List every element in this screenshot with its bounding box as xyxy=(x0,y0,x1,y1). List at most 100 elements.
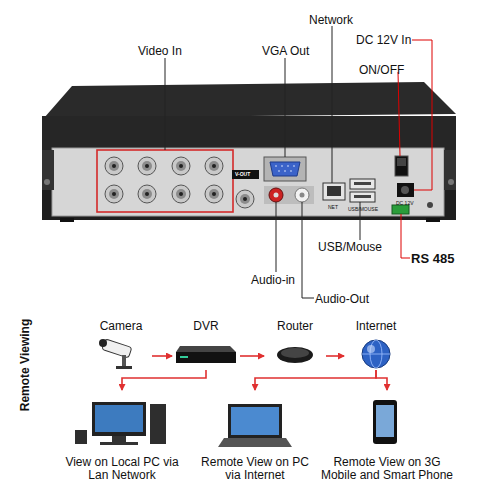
network-port xyxy=(323,183,345,200)
signal-arrow xyxy=(122,370,206,390)
local-pc-icon-part xyxy=(112,436,126,442)
video-out-connector-part xyxy=(236,190,254,208)
video-in-connectors-part-part xyxy=(112,164,116,168)
signal-arrow xyxy=(376,370,387,390)
leader-lines-part xyxy=(412,40,432,190)
leader-lines-part xyxy=(401,214,410,258)
device-node: DVR xyxy=(172,320,240,370)
dvr-icon-part xyxy=(176,352,236,363)
network-port-part xyxy=(327,186,341,196)
router-icon xyxy=(277,347,313,363)
leader-lines-part xyxy=(398,72,400,156)
dvr-body-part xyxy=(42,150,54,190)
vga-port-part xyxy=(264,157,306,181)
vga-port-part xyxy=(270,162,300,176)
dvr-body-part xyxy=(444,150,456,190)
part-label: Audio-Out xyxy=(315,292,369,306)
part-label: USB/MOUSE xyxy=(348,206,378,213)
rs485-terminal xyxy=(392,205,409,214)
dvr-body-part xyxy=(44,179,50,185)
video-in-connectors-part-part xyxy=(179,192,183,196)
smartphone-icon-part xyxy=(373,400,397,444)
vga-port-part-part xyxy=(287,165,289,167)
power-switch xyxy=(395,156,408,176)
video-in-connectors-part-part xyxy=(212,164,216,168)
leader-lines-part xyxy=(276,202,277,272)
router-icon-part xyxy=(281,348,309,358)
vga-port-part-part xyxy=(293,165,295,167)
vga-port xyxy=(264,157,306,181)
part-label: Video In xyxy=(138,44,182,58)
signal-arrow xyxy=(255,370,376,390)
part-label: Audio-in xyxy=(251,273,295,287)
smartphone-icon-part xyxy=(376,405,394,437)
part-label: USB/Mouse xyxy=(318,240,382,254)
video-in-connectors-part-part xyxy=(212,192,216,196)
device-node: Router xyxy=(264,320,326,370)
node-label: View on Local PC via Lan Network xyxy=(62,456,182,482)
part-label: DC 12V In xyxy=(356,33,411,47)
leader-lines xyxy=(165,26,432,298)
usb-ports-part xyxy=(350,192,375,202)
vga-port-part-part xyxy=(284,170,286,172)
dvr-body-part xyxy=(426,218,440,222)
leader-lines-part xyxy=(285,58,286,157)
dvr-icon xyxy=(176,346,236,363)
laptop-icon xyxy=(218,404,292,447)
video-in-connectors-part-part xyxy=(142,189,152,199)
local-pc-icon-part xyxy=(100,442,138,445)
video-in-connectors-part xyxy=(112,164,216,196)
laptop-icon-part xyxy=(218,438,292,447)
internet-globe-icon xyxy=(362,340,390,368)
device-node: Remote View on PC via Internet xyxy=(194,390,316,482)
video-out-connector-part xyxy=(243,197,247,201)
part-label: NET xyxy=(328,204,338,211)
video-in-connectors-part-part xyxy=(142,161,152,171)
vga-port-part-part xyxy=(275,165,277,167)
video-in-connectors-part-part xyxy=(112,192,116,196)
part-label: ON/OFF xyxy=(359,63,404,77)
usb-ports-part xyxy=(354,182,371,185)
signal-arrow xyxy=(152,355,172,357)
node-label: Remote View on 3G Mobile and Smart Phone xyxy=(318,456,456,482)
dc-jack xyxy=(397,183,414,197)
video-out-connector-part xyxy=(232,170,259,179)
dc-jack-part xyxy=(397,183,414,197)
rs485-terminal-part xyxy=(392,205,409,214)
local-pc-icon xyxy=(75,402,166,445)
node-label: Internet xyxy=(356,320,397,333)
video-in-connectors-part-part xyxy=(176,161,186,171)
dvr-body-part xyxy=(42,116,456,220)
camera-icon xyxy=(99,339,132,369)
part-label: RS 485 xyxy=(411,251,454,266)
vga-port-part-part xyxy=(278,170,280,172)
camera-icon-part xyxy=(99,339,107,347)
camera-icon-part xyxy=(122,355,126,367)
video-in-connectors-part-part xyxy=(109,189,119,199)
part-label: VGA Out xyxy=(262,44,309,58)
vga-port-part-part xyxy=(281,165,283,167)
dvr-body-part xyxy=(448,179,454,185)
video-in-connectors xyxy=(97,150,233,212)
video-in-connectors-part-part xyxy=(109,161,119,171)
audio-rca-jacks-part xyxy=(269,188,283,202)
video-in-connectors-part-part xyxy=(138,185,156,203)
signal-arrow xyxy=(240,355,264,357)
section-title: Remote Viewing xyxy=(18,318,32,412)
network-port-part xyxy=(323,183,345,200)
video-in-connectors-part-part xyxy=(205,157,223,175)
dvr-body-part xyxy=(44,82,456,118)
node-label: Remote View on PC via Internet xyxy=(194,456,316,482)
dc-jack-part xyxy=(401,186,409,194)
part-label: V-OUT xyxy=(235,171,250,178)
video-in-connectors-part xyxy=(109,161,219,199)
part-label: DC 12V xyxy=(396,200,414,207)
leader-lines-part xyxy=(302,202,314,298)
video-in-connectors-part xyxy=(105,157,223,203)
video-in-connectors-part-part xyxy=(105,157,123,175)
audio-rca-jacks-part xyxy=(264,186,314,204)
local-pc-icon-part xyxy=(150,404,166,444)
dvr-body xyxy=(42,82,456,222)
